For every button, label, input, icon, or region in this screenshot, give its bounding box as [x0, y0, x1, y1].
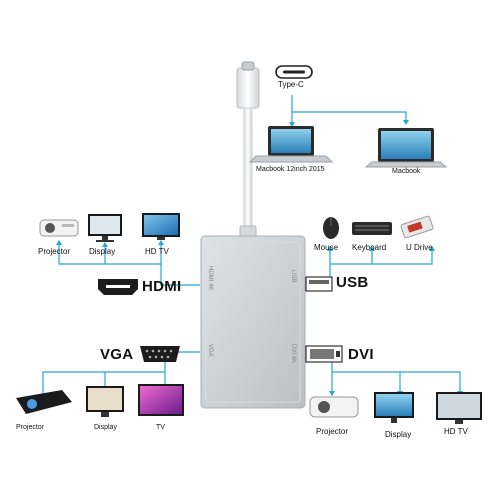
display-illustration-vga	[86, 386, 124, 417]
type-c-label: Type-C	[278, 80, 304, 89]
hdmi-heading: HDMI	[142, 278, 182, 295]
projector-illustration-hdmi	[39, 219, 79, 237]
hdmi-device-display-label: Display	[89, 247, 116, 256]
dvi-device-projector-label: Projector	[316, 427, 349, 436]
hub-dvi-port-text: DVI 4K	[290, 344, 296, 364]
tv-illustration-vga	[138, 384, 184, 416]
usb-port-icon	[305, 276, 333, 292]
vga-device-projector-label: Projector	[16, 424, 45, 431]
display-illustration-dvi	[374, 392, 414, 423]
keyboard-illustration	[352, 222, 392, 235]
adapter-hub	[200, 235, 306, 409]
hdmi-connector-icon	[98, 279, 138, 295]
macbook-label: Macbook	[392, 168, 421, 175]
hdmi-device-projector-label: Projector	[38, 247, 71, 256]
hub-vga-port-text: VGA	[207, 344, 213, 357]
type-c-port-icon	[275, 65, 313, 79]
hdmi-device-hdtv-label: HD TV	[145, 247, 169, 256]
dvi-connector-icon	[305, 345, 343, 363]
hd-tv-illustration-hdmi	[142, 213, 180, 240]
macbook-12-illustration	[248, 126, 334, 163]
usb-device-mouse-label: Mouse	[314, 243, 339, 252]
dvi-device-hdtv-label: HD TV	[444, 427, 468, 436]
macbook-illustration	[364, 128, 448, 168]
u-drive-illustration	[400, 215, 434, 239]
dvi-device-display-label: Display	[385, 430, 412, 439]
usb-device-keyboard-label: Keyboard	[352, 243, 387, 252]
macbook-12-label: Macbook 12inch 2015	[256, 166, 325, 173]
projector-illustration-vga	[16, 390, 72, 414]
vga-heading: VGA	[100, 346, 134, 363]
dvi-heading: DVI	[348, 346, 374, 363]
vga-device-display-label: Display	[94, 424, 117, 431]
vga-device-tv-label: TV	[156, 424, 165, 431]
mouse-illustration	[323, 217, 339, 239]
usb-c-cable	[236, 61, 260, 239]
usb-heading: USB	[336, 274, 369, 291]
hub-usb-port-text: USB	[290, 270, 296, 283]
projector-illustration-dvi	[309, 396, 359, 418]
vga-connector-icon	[140, 346, 180, 362]
display-illustration-hdmi	[88, 214, 122, 242]
hd-tv-illustration-dvi	[436, 392, 482, 424]
hub-hdmi-port-text: HDMI 4K	[207, 266, 213, 291]
usb-device-udrive-label: U Drive	[406, 243, 433, 252]
